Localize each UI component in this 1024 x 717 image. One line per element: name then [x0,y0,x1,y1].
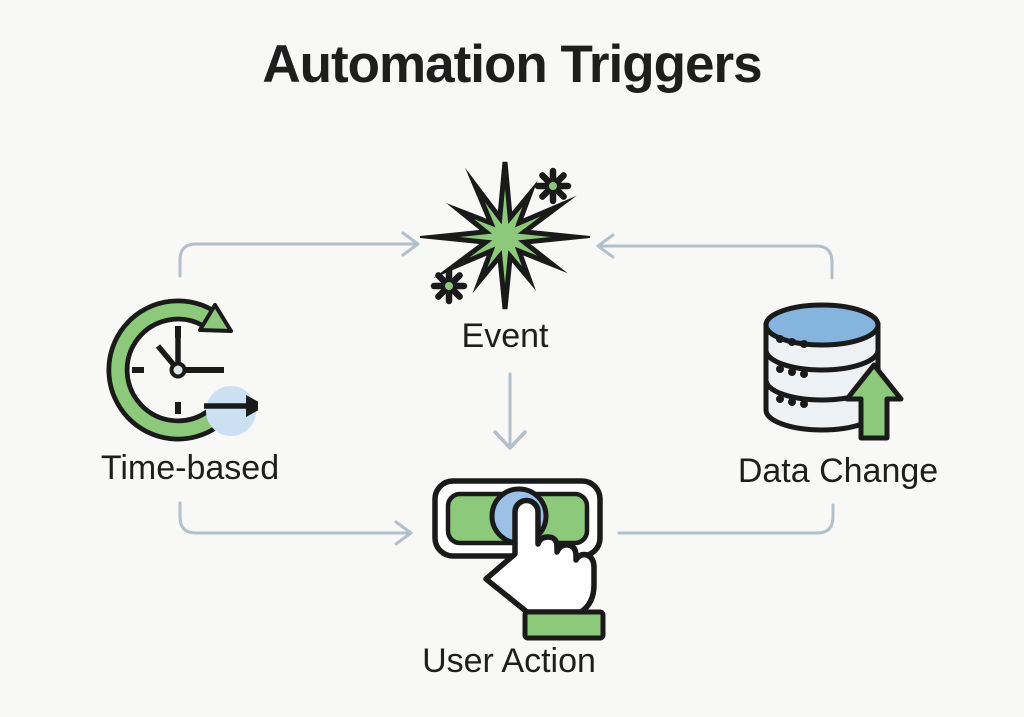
database-dots [776,335,808,408]
clock-face [132,326,224,414]
connector-data-change-to-event [600,244,834,280]
starburst-shape [420,161,590,310]
cycle-ring [111,303,217,437]
pointing-hand [483,497,597,615]
database-update-icon [763,302,904,441]
recurring-clock-icon [106,298,258,442]
connector-data-change-to-user-action [617,503,835,535]
starburst-icon [420,161,590,310]
arrowhead-event-to-user-action [493,430,527,450]
cycle-arrowhead [198,303,233,333]
node-label-data-change: Data Change [737,452,939,490]
hand-cuff [522,609,606,641]
sparkle-icon [430,267,468,305]
connector-time-based-to-event [178,242,416,278]
arrowhead-time-based-to-event [401,231,420,257]
node-label-event: Event [461,317,549,355]
node-label-time-based: Time-based [100,449,280,487]
accent-circle [206,386,256,436]
node-label-user-action: User Action [422,642,596,680]
cylinder-band [763,349,881,373]
arrowhead-time-based-to-user-action [394,520,413,546]
cylinder-top [763,302,881,348]
forward-arrow-icon [204,395,258,417]
sparkle-icon [534,167,572,205]
button-press-icon [432,478,606,641]
diagram-title: Automation Triggers [262,35,762,94]
up-arrow-icon [844,362,904,441]
arrowhead-data-change-to-event [596,233,615,259]
connector-time-based-to-user-action [178,501,409,535]
